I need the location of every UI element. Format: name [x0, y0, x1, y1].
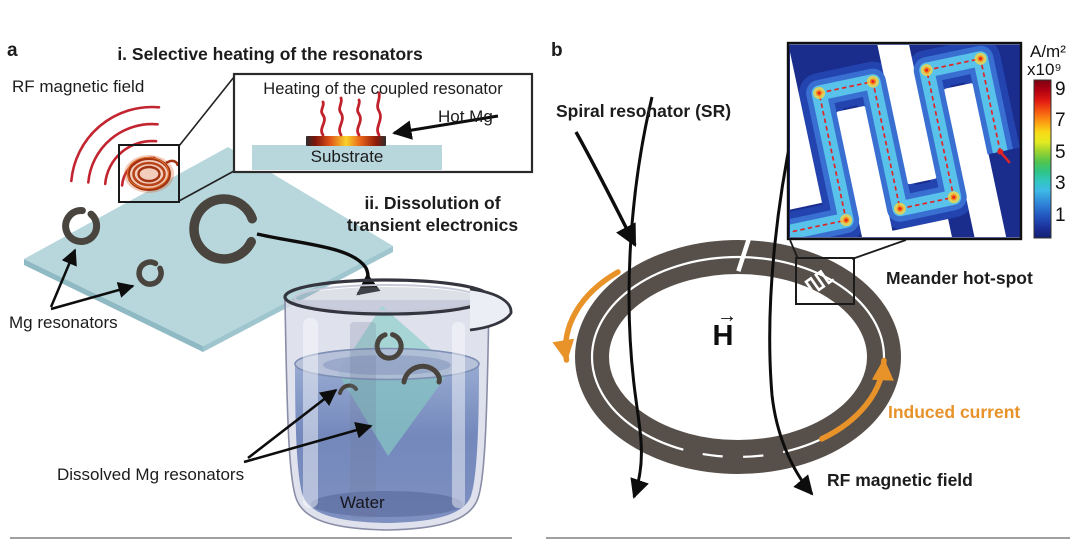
- dissolved-arrows: [243, 388, 373, 464]
- colorbar-unit: A/m²: [1030, 42, 1066, 61]
- fem-inset: [786, 41, 1023, 241]
- spiral-resonator-ring: [575, 236, 901, 474]
- meander-hotspot-box: [795, 257, 855, 305]
- colorbar-tick: 7: [1055, 110, 1066, 131]
- heated-spiral-resonator: [118, 144, 180, 203]
- dissolved-mg-label: Dissolved Mg resonators: [57, 465, 245, 484]
- colorbar-multiplier: x10⁹: [1027, 60, 1062, 79]
- meander-callout: [789, 239, 907, 260]
- beaker: [283, 278, 513, 531]
- panel-b-graphics: [552, 41, 1052, 499]
- water-label: Water: [340, 493, 385, 512]
- colorbar: [1033, 79, 1052, 239]
- h-symbol: H: [712, 320, 734, 352]
- hot-mg-arrow: [392, 114, 499, 140]
- spiral-resonator-label: Spiral resonator (SR): [556, 101, 732, 121]
- panel-a-title: i. Selective heating of the resonators: [117, 44, 423, 64]
- panel-b-bottom-rule: [546, 537, 1070, 539]
- substrate-label: Substrate: [310, 147, 384, 166]
- hot-mg-label: Hot Mg: [438, 107, 493, 126]
- callout-lines: [178, 76, 235, 202]
- rf-field-label-b: RF magnetic field: [827, 470, 973, 490]
- mg-resonators-label: Mg resonators: [9, 313, 118, 332]
- panel-a-graphics: [24, 72, 534, 531]
- rf-field-label-a: RF magnetic field: [12, 77, 145, 96]
- heating-inset: [232, 72, 534, 174]
- mg-resonators-arrows: [49, 248, 135, 311]
- colorbar-tick: 1: [1055, 205, 1066, 226]
- h-vector-arrow-icon: →: [717, 305, 737, 327]
- heating-inset-title: Heating of the coupled resonator: [263, 80, 503, 98]
- panel-b-label: b: [551, 40, 563, 61]
- dissolution-title-line2: transient electronics: [346, 215, 519, 235]
- substrate-sheet: [24, 147, 393, 352]
- panel-a-label: a: [7, 40, 18, 61]
- panel-a-bottom-rule: [10, 537, 512, 539]
- beaker-spout: [469, 287, 513, 332]
- dissolving-rings: [338, 332, 442, 395]
- spiral-resonator-arrow: [574, 131, 637, 247]
- meander-hotspot-label: Meander hot-spot: [886, 268, 1033, 288]
- hot-spot-dots: [813, 52, 1011, 227]
- induced-current-label: Induced current: [888, 402, 1021, 422]
- meander-glyph-icon: [804, 269, 835, 299]
- flames-icon: [320, 91, 382, 137]
- meander-simulation: [790, 45, 1020, 237]
- colorbar-tick: 5: [1055, 142, 1066, 163]
- h-field-lines: [627, 95, 814, 499]
- h-field-label: → H: [705, 305, 741, 352]
- colorbar-tick: 9: [1055, 79, 1066, 100]
- dissolution-title-line1: ii. Dissolution of: [364, 193, 501, 213]
- induced-current-arrows: [552, 269, 894, 442]
- mg-resonator-rings: [62, 194, 257, 287]
- colorbar-tick: 3: [1055, 173, 1066, 194]
